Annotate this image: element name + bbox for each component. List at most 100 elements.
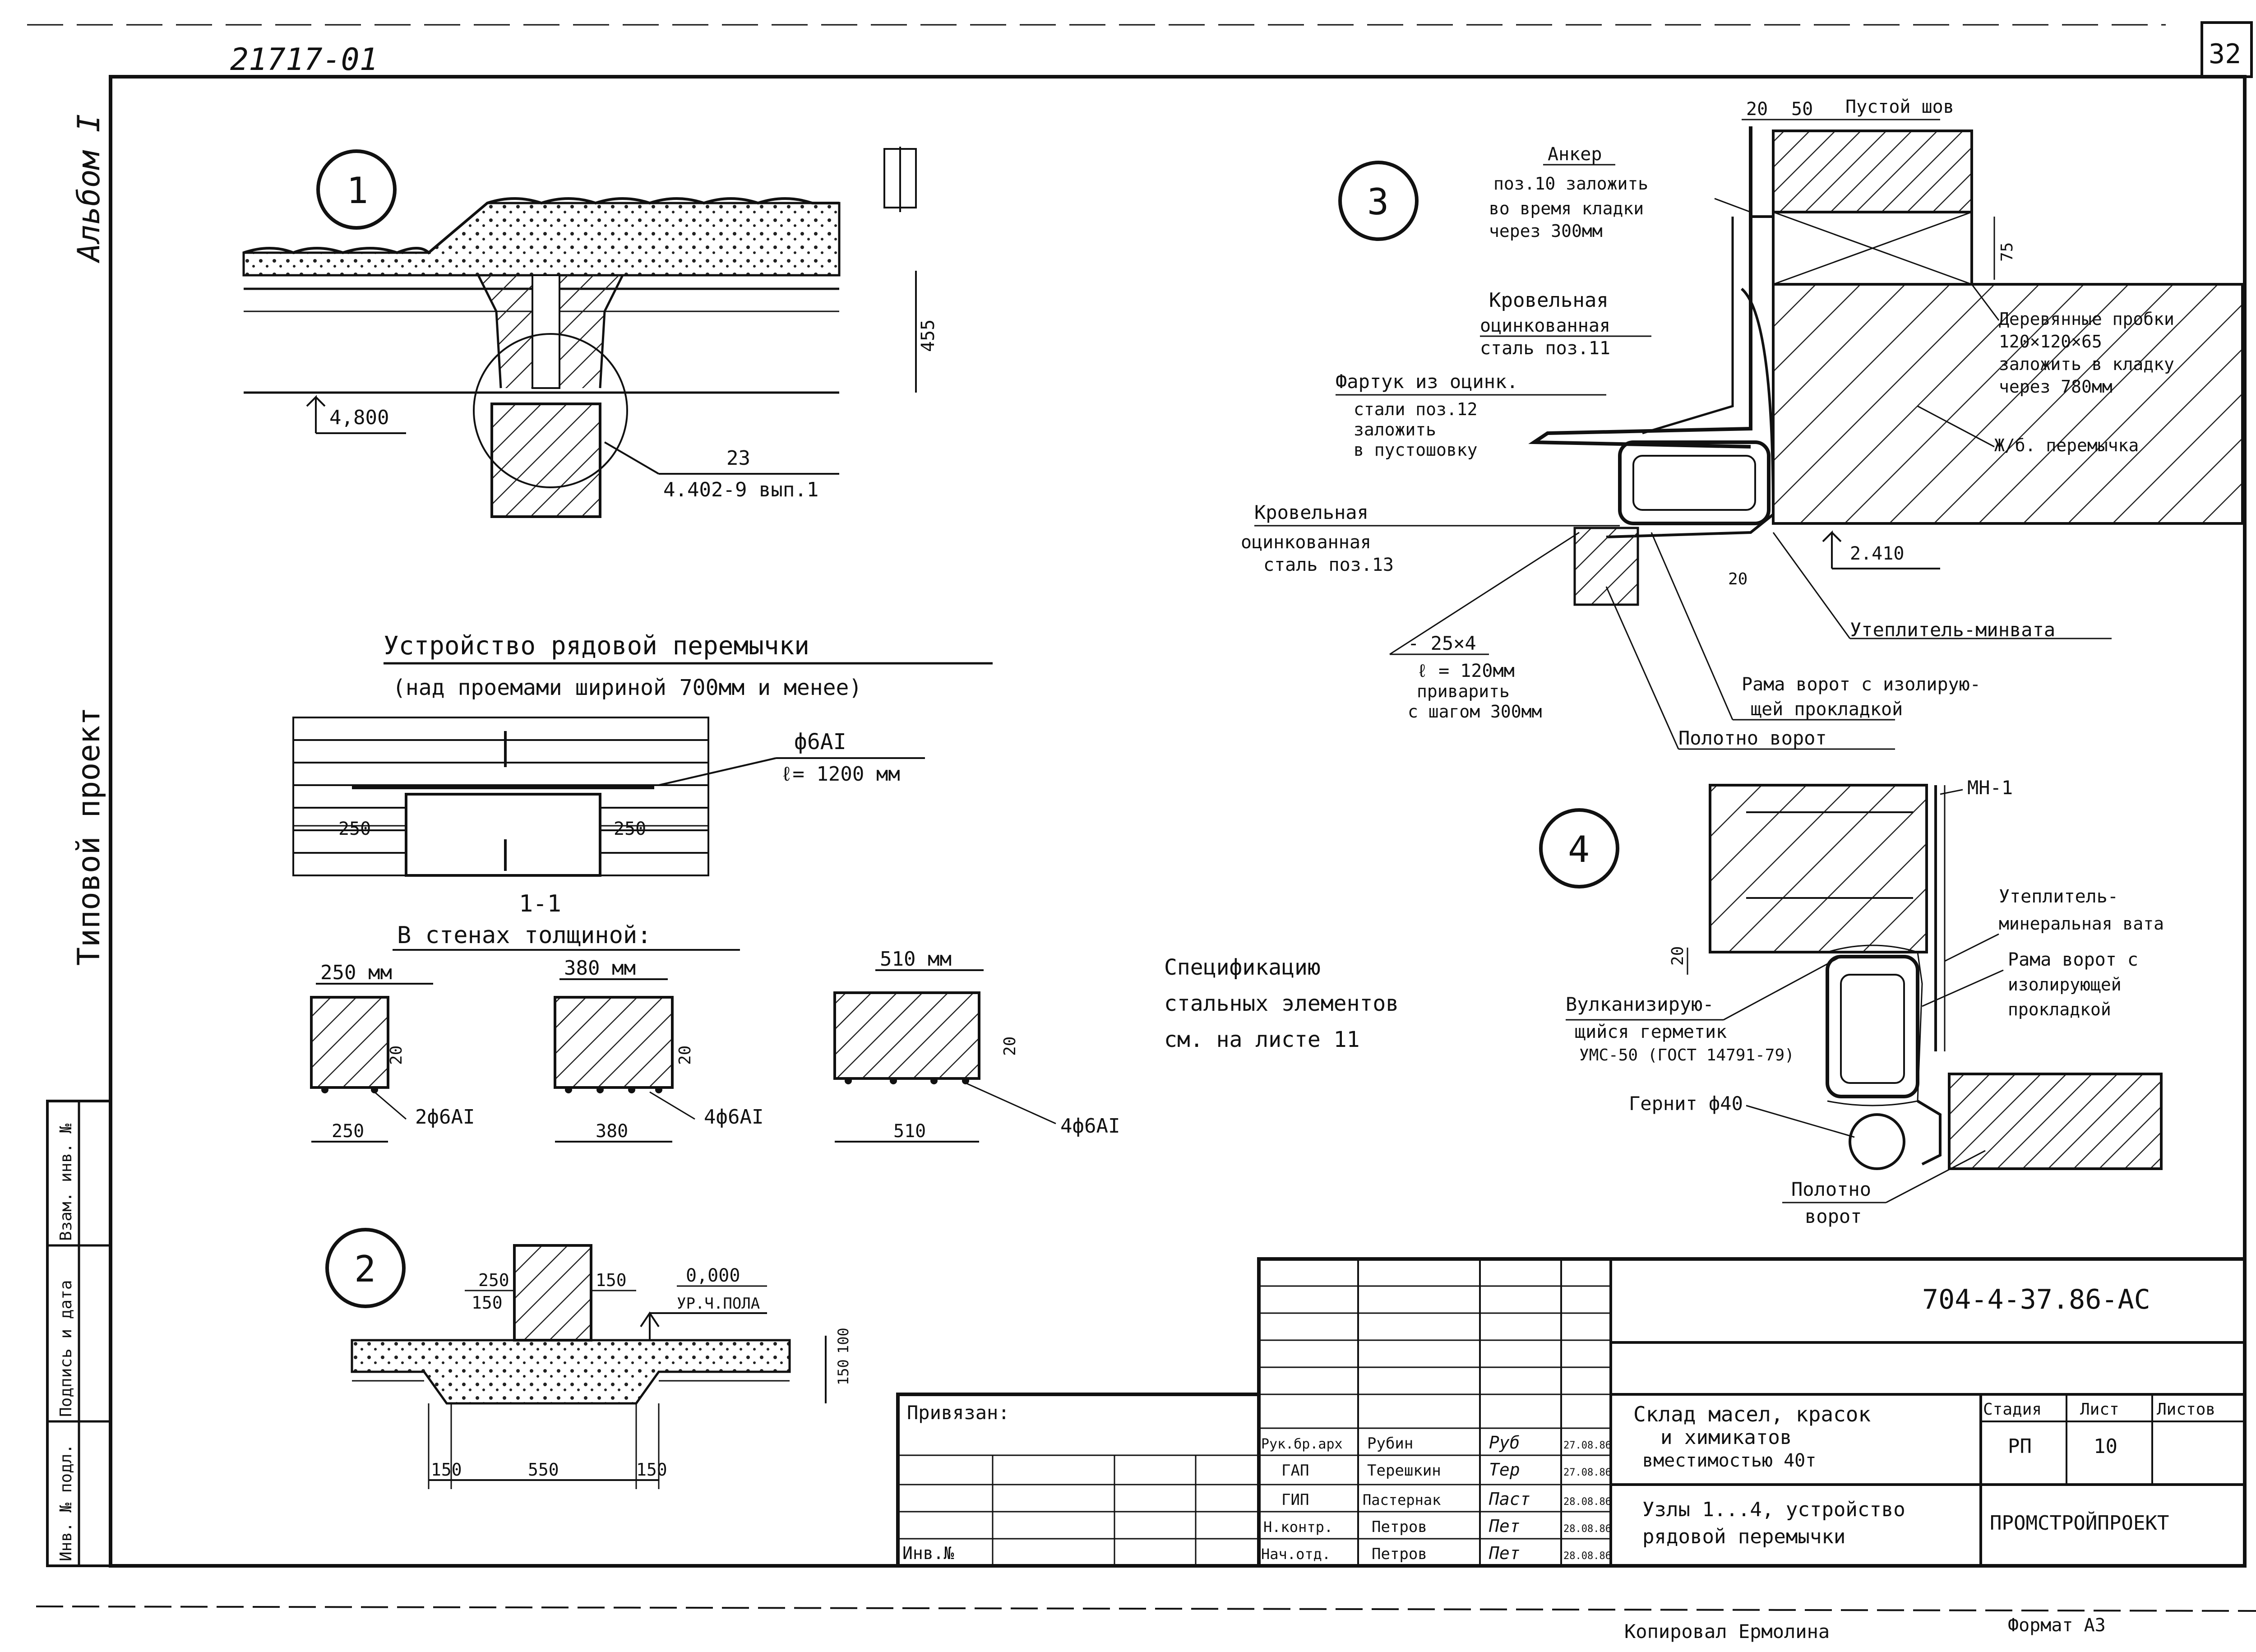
- svg-text:100: 100: [835, 1328, 852, 1354]
- node-1-marker-circle: [316, 149, 397, 230]
- svg-text:27.08.86: 27.08.86: [1563, 1440, 1611, 1451]
- project-type-label: Типовой проект: [71, 707, 107, 966]
- svg-text:щей прокладкой: щей прокладкой: [1751, 699, 1903, 720]
- approval-row: Н.контр. Петров Пет 28.08.86: [1263, 1516, 1611, 1536]
- wall-section-380: 380 мм 380 20 4ф6АI: [554, 957, 763, 1143]
- anchor-title: Анкер: [1548, 144, 1602, 165]
- node-3-door-leaf: Полотно ворот: [1678, 727, 1827, 749]
- svg-text:Руб: Руб: [1489, 1433, 1520, 1453]
- svg-text:28.08.86: 28.08.86: [1563, 1496, 1611, 1508]
- copied-by: Копировал Ермолина: [1624, 1620, 1830, 1643]
- svg-text:ГАП: ГАП: [1281, 1462, 1309, 1480]
- section-mark: 1-1: [519, 890, 561, 917]
- svg-text:120×120×65: 120×120×65: [1999, 332, 2102, 352]
- stamp-sign-label: Подпись и дата: [57, 1280, 75, 1417]
- svg-text:ворот: ворот: [1805, 1205, 1862, 1227]
- sheet-number: 32: [2209, 38, 2241, 70]
- svg-text:Н.контр.: Н.контр.: [1263, 1518, 1333, 1536]
- svg-text:Пастернак: Пастернак: [1363, 1491, 1441, 1509]
- inv-label: Инв.№: [902, 1543, 954, 1563]
- node-1-marker: 1: [347, 170, 368, 212]
- svg-text:20: 20: [1001, 1037, 1019, 1056]
- approval-row: Нач.отд. Петров Пет 28.08.86: [1261, 1543, 1611, 1563]
- svg-text:510: 510: [893, 1121, 926, 1142]
- svg-text:150: 150: [596, 1270, 627, 1290]
- svg-text:28.08.86: 28.08.86: [1563, 1550, 1611, 1562]
- svg-text:27.08.86: 27.08.86: [1563, 1467, 1611, 1478]
- svg-text:Тер: Тер: [1489, 1460, 1520, 1480]
- svg-text:20: 20: [1746, 99, 1768, 120]
- lintel-title: Устройство рядовой перемычки: [384, 631, 809, 661]
- svg-text:оцинкованная: оцинкованная: [1480, 315, 1610, 336]
- node-2-level-label: УР.Ч.ПОЛА: [677, 1295, 760, 1313]
- svg-text:ℓ = 120мм: ℓ = 120мм: [1417, 661, 1515, 681]
- svg-text:550: 550: [528, 1460, 559, 1480]
- svg-text:ГИП: ГИП: [1281, 1491, 1309, 1509]
- stamp-inv-label: Инв. № подл.: [57, 1444, 75, 1561]
- doc-id: 21717-01: [230, 42, 378, 78]
- title-block: [896, 1257, 2247, 1568]
- svg-text:сталь поз.11: сталь поз.11: [1480, 338, 1610, 359]
- node-1-ref-doc: 4.402-9 вып.1: [663, 478, 818, 501]
- node-1-height: 455: [918, 319, 938, 352]
- svg-text:Паст: Паст: [1489, 1489, 1530, 1509]
- svg-text:Петров: Петров: [1372, 1545, 1427, 1563]
- svg-text:4ф6АI: 4ф6АI: [704, 1106, 763, 1129]
- svg-text:через 300мм: через 300мм: [1489, 221, 1603, 241]
- approval-row: ГАП Терешкин Тер 27.08.86: [1281, 1460, 1611, 1480]
- svg-text:2ф6АI: 2ф6АI: [415, 1106, 475, 1129]
- svg-text:Деревянные пробки: Деревянные пробки: [1999, 309, 2174, 329]
- svg-text:4ф6АI: 4ф6АI: [1060, 1115, 1120, 1138]
- svg-text:150: 150: [835, 1359, 852, 1385]
- svg-text:Терешкин: Терешкин: [1367, 1462, 1441, 1480]
- svg-text:75: 75: [1998, 242, 2016, 262]
- svg-text:в пустошовку: в пустошовку: [1354, 440, 1478, 460]
- svg-text:Пет: Пет: [1489, 1543, 1520, 1563]
- svg-text:через 780мм: через 780мм: [1999, 377, 2113, 397]
- mn1-label: МН-1: [1967, 777, 2013, 799]
- node-2-marker-circle: [325, 1228, 406, 1308]
- node-1-detail: 1 455 4,800 23 4.402-9 вып.1: [242, 147, 938, 518]
- lintel-d250-right: 250: [614, 819, 646, 839]
- sheet-title-line-2: рядовой перемычки: [1642, 1525, 1845, 1548]
- walls-title: В стенах толщиной:: [397, 922, 652, 949]
- svg-text:Рук.бр.арх: Рук.бр.арх: [1261, 1436, 1343, 1452]
- lintel-section: Устройство рядовой перемычки (над проема…: [292, 631, 1399, 1143]
- wall-section-510: 510 мм 510 20 4ф6АI: [833, 948, 1120, 1143]
- svg-text:поз.10 заложить: поз.10 заложить: [1493, 174, 1648, 194]
- stage-header: Стадия: [1983, 1400, 2042, 1419]
- org-name: ПРОМСТРОЙПРОЕКТ: [1990, 1511, 2169, 1535]
- node-1-level: 4,800: [329, 406, 389, 429]
- node-2-detail: 2 250 150 150 0,000 УР.Ч.ПОЛА 150 100 15…: [325, 1228, 852, 1489]
- svg-text:20: 20: [1669, 946, 1687, 966]
- node-4-marker: 4: [1568, 828, 1590, 870]
- svg-text:Нач.отд.: Нач.отд.: [1261, 1546, 1331, 1563]
- svg-text:250 мм: 250 мм: [320, 961, 392, 984]
- svg-text:Рама ворот с изолирую-: Рама ворот с изолирую-: [1742, 674, 1981, 695]
- lintel-length: ℓ= 1200 мм: [781, 763, 900, 786]
- svg-text:стали поз.12: стали поз.12: [1354, 399, 1478, 419]
- format-label: Формат А3: [2008, 1615, 2106, 1636]
- object-line-3: вместимостью 40т: [1642, 1450, 1816, 1471]
- rc-lintel-label: Ж/б. перемычка: [1994, 435, 2139, 455]
- svg-text:сталь поз.13: сталь поз.13: [1263, 555, 1394, 575]
- svg-text:Полотно: Полотно: [1791, 1178, 1871, 1200]
- node-1-ref-num: 23: [726, 447, 750, 470]
- lintel-d250-left: 250: [338, 819, 371, 839]
- node-4-detail: 4 МН-1 20 Утеплитель- минеральная вата Р…: [1539, 777, 2164, 1227]
- spec-note-3: см. на листе 11: [1164, 1027, 1359, 1052]
- lintel-rebar: ф6АI: [794, 729, 846, 754]
- node-3-insulation: Утеплитель-минвата: [1850, 619, 2055, 641]
- empty-joint-label: Пустой шов: [1845, 97, 1954, 117]
- node-3-detail: 3 20 50 Пустой шов 75 Анкер поз.10 залож…: [1241, 97, 2244, 750]
- svg-text:Рама ворот с: Рама ворот с: [2008, 949, 2138, 970]
- svg-text:УМС-50 (ГОСТ 14791-79): УМС-50 (ГОСТ 14791-79): [1579, 1046, 1794, 1064]
- svg-text:150: 150: [431, 1460, 462, 1480]
- sheet-value: 10: [2094, 1435, 2117, 1458]
- album-label: Альбом I: [71, 114, 107, 264]
- svg-text:заложить: заложить: [1354, 420, 1436, 440]
- svg-text:Кровельная: Кровельная: [1254, 501, 1368, 523]
- node-4-marker-circle: [1539, 808, 1619, 888]
- node-3-marker-circle: [1338, 161, 1419, 241]
